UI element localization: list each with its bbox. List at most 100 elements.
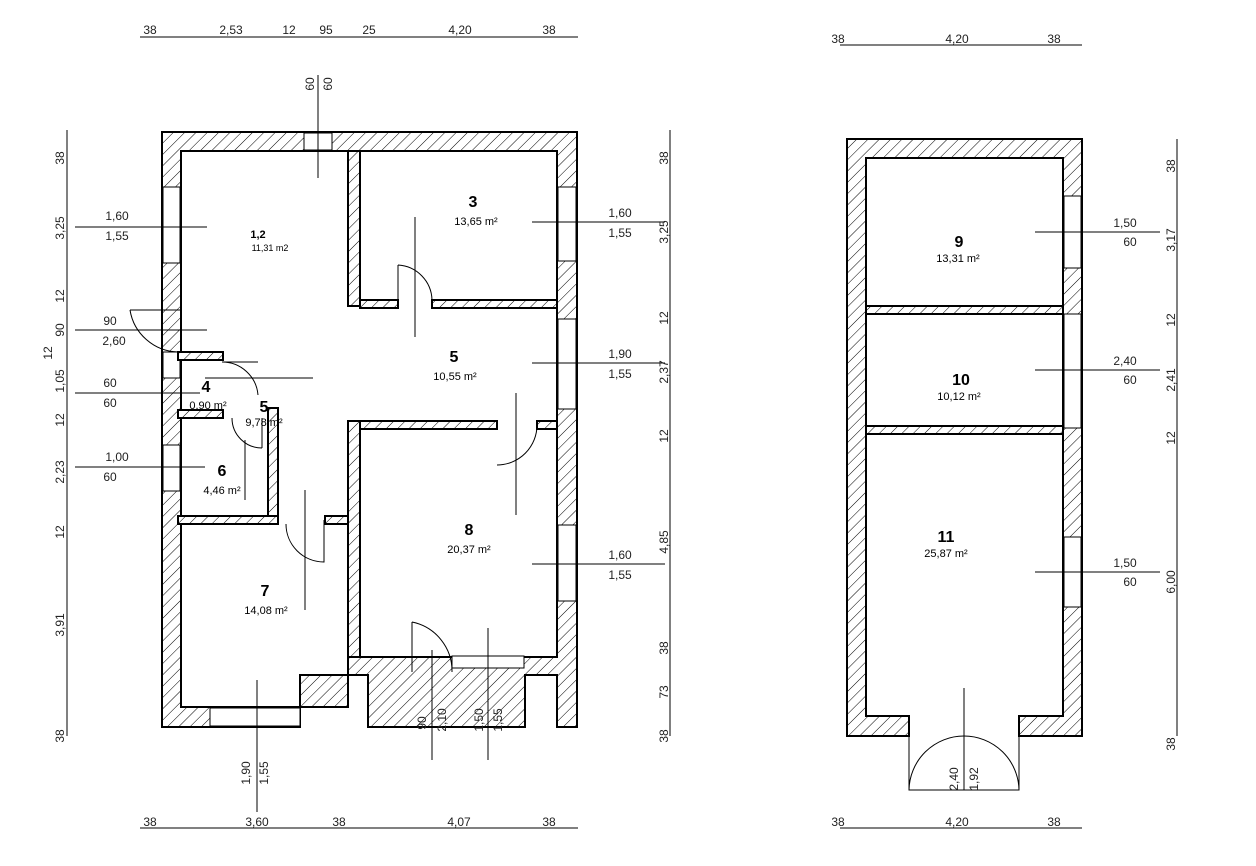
annex-win-label: 2,40 xyxy=(947,767,961,791)
room-9-area: 13,31 m² xyxy=(936,253,980,265)
win-label: 1,60 xyxy=(608,206,632,220)
dim-left-10: 3,91 xyxy=(53,613,67,637)
annex-dim-bot-2: 4,20 xyxy=(945,815,969,829)
dim-left-2: 3,25 xyxy=(53,216,67,240)
room-5-area: 10,55 m² xyxy=(433,371,477,383)
dim-bot-2: 3,60 xyxy=(245,815,269,829)
room-5b-number: 5 xyxy=(260,399,269,416)
wall-annex-9-10 xyxy=(865,305,1064,315)
room-8-number: 8 xyxy=(465,522,474,539)
room-10-number: 10 xyxy=(952,372,970,389)
win-label: 1,90 xyxy=(239,761,253,785)
door-entrance-left xyxy=(129,309,180,353)
win-label: 1,55 xyxy=(257,761,271,785)
win-label: 90 xyxy=(103,314,117,328)
win-label: 1,50 xyxy=(472,708,486,732)
annex-dim-right-4: 2,41 xyxy=(1164,368,1178,392)
wall-3-south-b xyxy=(431,299,558,309)
door-7 xyxy=(285,520,325,563)
annex-dim-right-5: 12 xyxy=(1164,431,1178,445)
wall-7-north-b xyxy=(324,515,349,525)
room-11-area: 25,87 m² xyxy=(924,548,968,560)
annex-exterior-wall xyxy=(846,138,1083,737)
wall-7-north-a xyxy=(177,515,279,525)
door-4 xyxy=(221,361,259,396)
annex-dim-right-3: 12 xyxy=(1164,313,1178,327)
room-1-2-area: 11,31 m2 xyxy=(252,243,289,253)
window-right-5 xyxy=(557,318,577,410)
window-left-6 xyxy=(162,444,181,492)
room-6-number: 6 xyxy=(218,463,227,480)
annex-dim-right-2: 3,17 xyxy=(1164,228,1178,252)
room-6-area: 4,46 m² xyxy=(203,485,241,497)
dim-right-4: 2,37 xyxy=(657,360,671,384)
win-label: 1,55 xyxy=(608,568,632,582)
win-label: 1,60 xyxy=(105,209,129,223)
dim-bot-1: 38 xyxy=(143,815,157,829)
annex-win-label: 1,92 xyxy=(967,767,981,791)
win-label: 60 xyxy=(321,77,335,91)
room-1-2-number: 1,2 xyxy=(250,229,265,241)
win-label: 1,55 xyxy=(491,708,505,732)
dim-left-6: 1,05 xyxy=(53,369,67,393)
win-label: 2,60 xyxy=(102,334,126,348)
wall-8-north-a xyxy=(359,420,498,430)
annex-dim-right-7: 38 xyxy=(1164,737,1178,751)
annex-dim-top-2: 4,20 xyxy=(945,32,969,46)
annex-win-label: 2,40 xyxy=(1113,354,1137,368)
win-label: 1,90 xyxy=(608,347,632,361)
win-label: 1,55 xyxy=(608,367,632,381)
dim-right-6: 4,85 xyxy=(657,530,671,554)
dim-top-5: 25 xyxy=(362,23,376,37)
dim-left-8: 2,23 xyxy=(53,460,67,484)
dim-left-7: 12 xyxy=(53,413,67,427)
annex-dim-right-1: 38 xyxy=(1164,159,1178,173)
main-dim-lines xyxy=(66,36,671,829)
dim-left-11: 38 xyxy=(53,729,67,743)
dim-bot-4: 4,07 xyxy=(447,815,471,829)
dim-top-6: 4,20 xyxy=(448,23,472,37)
wall-annex-10-11 xyxy=(865,425,1064,435)
room-7-number: 7 xyxy=(261,583,270,600)
annex-dim-bot-3: 38 xyxy=(1047,815,1061,829)
room-9-number: 9 xyxy=(955,234,964,251)
wall-8-north-b xyxy=(536,420,558,430)
annex-dim-bot-1: 38 xyxy=(831,815,845,829)
win-label: 60 xyxy=(103,396,117,410)
door-entrance-bottom xyxy=(411,621,453,673)
room-5b-area: 9,78 m² xyxy=(245,417,283,429)
win-label: 60 xyxy=(103,470,117,484)
door-8 xyxy=(496,424,538,466)
window-right-3 xyxy=(557,186,577,262)
annex-dim-top-3: 38 xyxy=(1047,32,1061,46)
annex-plan: 38 4,20 38 38 4,20 38 38 3,17 12 2,41 12… xyxy=(831,32,1178,829)
room-8-area: 20,37 m² xyxy=(447,544,491,556)
wall-4-north xyxy=(177,351,224,361)
door-5b xyxy=(231,417,263,449)
dim-right-1: 38 xyxy=(657,151,671,165)
door-3 xyxy=(397,264,433,305)
annex-win-label: 1,50 xyxy=(1113,216,1137,230)
dim-top-2: 2,53 xyxy=(219,23,243,37)
room-7-area: 14,08 m² xyxy=(244,605,288,617)
win-label: 60 xyxy=(103,376,117,390)
room-3-number: 3 xyxy=(469,194,478,211)
window-left-1 xyxy=(162,186,181,264)
annex-dim-right-6: 6,00 xyxy=(1164,570,1178,594)
dim-top-7: 38 xyxy=(542,23,556,37)
door-annex-left xyxy=(908,735,965,791)
room-11-number: 11 xyxy=(938,529,955,546)
win-label: 90 xyxy=(415,716,429,730)
dim-top-1: 38 xyxy=(143,23,157,37)
room-10-area: 10,12 m² xyxy=(937,391,981,403)
win-label: 1,00 xyxy=(105,450,129,464)
main-plan: 38 2,53 12 95 25 4,20 38 38 3,60 38 4,07… xyxy=(41,23,671,829)
room-4-number: 4 xyxy=(202,379,211,396)
wall-6-north xyxy=(177,409,224,419)
annex-dim-top-1: 38 xyxy=(831,32,845,46)
dim-top-3: 12 xyxy=(282,23,296,37)
dim-right-9: 38 xyxy=(657,729,671,743)
win-label: 1,55 xyxy=(105,229,129,243)
wall-8-west xyxy=(347,420,361,658)
win-label: 60 xyxy=(303,77,317,91)
